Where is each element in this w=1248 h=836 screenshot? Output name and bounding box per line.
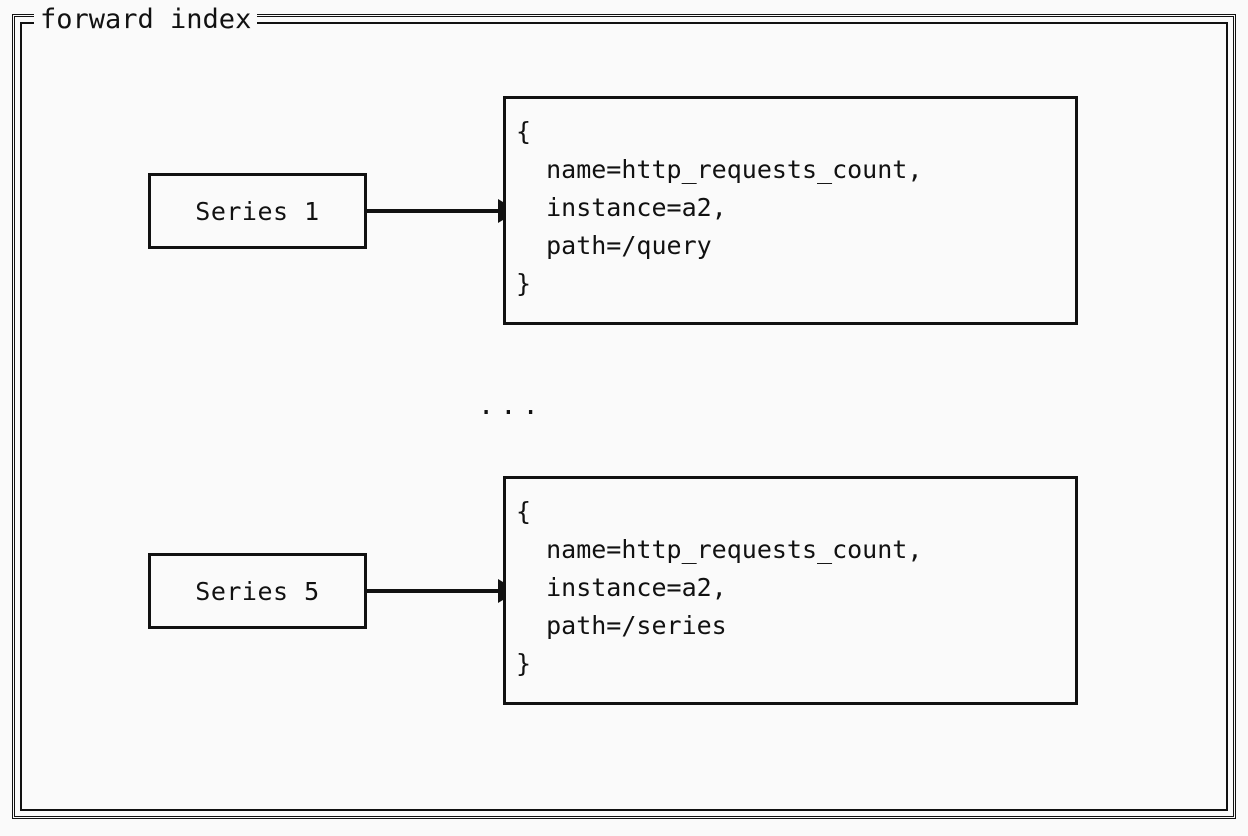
series-1-label: Series 1: [195, 196, 320, 226]
ellipsis-separator: ...: [478, 390, 545, 421]
record-1-line-2: instance=a2,: [516, 193, 727, 222]
record-5-line-2: instance=a2,: [516, 573, 727, 602]
record-5-line-4: }: [516, 649, 532, 678]
record-5-line-0: {: [516, 497, 532, 526]
edge-series5-record5-shaft: [367, 589, 500, 593]
record-5-line-1: name=http_requests_count,: [516, 535, 923, 564]
record-5-box[interactable]: { name=http_requests_count, instance=a2,…: [503, 476, 1078, 705]
record-1-line-3: path=/query: [516, 231, 712, 260]
frame-title: forward index: [34, 0, 258, 40]
record-1-box[interactable]: { name=http_requests_count, instance=a2,…: [503, 96, 1078, 325]
series-5-label: Series 5: [195, 576, 320, 606]
record-1-line-1: name=http_requests_count,: [516, 155, 923, 184]
record-1-line-4: }: [516, 269, 532, 298]
edge-series1-record1-shaft: [367, 209, 500, 213]
series-1-box[interactable]: Series 1: [148, 173, 367, 249]
record-5-line-3: path=/series: [516, 611, 727, 640]
record-1-line-0: {: [516, 117, 532, 146]
series-5-box[interactable]: Series 5: [148, 553, 367, 629]
